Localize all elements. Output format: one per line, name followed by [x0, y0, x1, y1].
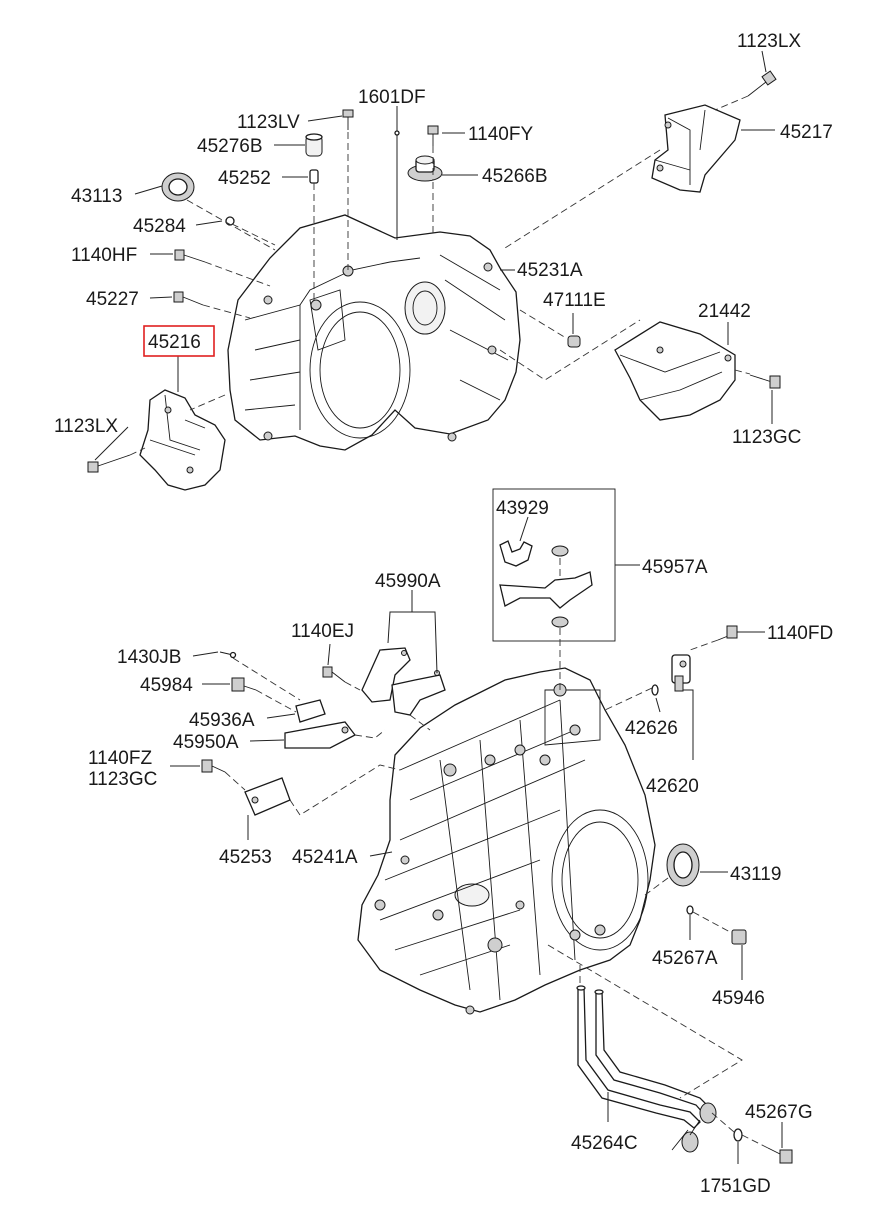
bracket-45950A — [284, 721, 356, 749]
part-label-45216[interactable]: 45216 — [148, 332, 201, 353]
sensor-42620 — [671, 654, 691, 692]
part-label-43119[interactable]: 43119 — [730, 864, 781, 885]
part-label-45284[interactable]: 45284 — [133, 216, 186, 237]
part-label-1601DF[interactable]: 1601DF — [358, 87, 426, 108]
part-label-45984[interactable]: 45984 — [140, 675, 193, 696]
part-label-45252[interactable]: 45252 — [218, 168, 271, 189]
transaxle-case-45241A — [357, 667, 656, 1015]
bolt-1123LV — [342, 109, 354, 130]
lower-leader-lines — [170, 516, 783, 1164]
part-label-43113[interactable]: 43113 — [71, 186, 122, 207]
part-label-45990A[interactable]: 45990A — [375, 571, 441, 592]
bolt-45227 — [173, 291, 204, 306]
part-label-1140EJ[interactable]: 1140EJ — [291, 621, 354, 642]
bolt-1123LX-top — [747, 70, 777, 97]
bolt-45267G — [767, 1147, 793, 1164]
bolt-1140HF — [174, 249, 206, 263]
bolt-1140FZ-1123GC — [201, 759, 226, 773]
bracket-45990A — [361, 647, 446, 716]
o-ring-42626 — [651, 684, 659, 696]
bolt-45984 — [231, 677, 257, 692]
bolt-1123GC-right — [749, 374, 781, 389]
part-label-45267G[interactable]: 45267G — [745, 1102, 813, 1123]
part-label-1123LV[interactable]: 1123LV — [237, 112, 300, 133]
part-label-42620[interactable]: 42620 — [646, 776, 699, 797]
part-label-45241A[interactable]: 45241A — [292, 847, 358, 868]
pin-45252 — [309, 169, 319, 184]
part-label-45267A[interactable]: 45267A — [652, 948, 718, 969]
part-labels: 1123LX 45217 1601DF 1123LV 45276B 1140FY… — [54, 31, 833, 1197]
kit-box-45957A — [492, 488, 616, 642]
part-label-45231A[interactable]: 45231A — [517, 260, 583, 281]
part-label-45946[interactable]: 45946 — [712, 988, 765, 1009]
part-label-1140FZ[interactable]: 1140FZ — [88, 748, 152, 769]
cap-45276B — [305, 133, 323, 157]
bolt-1123LX-left — [87, 454, 131, 473]
part-label-1123GC-left[interactable]: 1123GC — [88, 769, 157, 790]
bracket-45217 — [651, 104, 741, 193]
part-label-1430JB[interactable]: 1430JB — [117, 647, 181, 668]
o-ring-45284 — [225, 216, 235, 226]
o-ring-45267A — [686, 905, 694, 915]
bracket-45216 — [139, 389, 226, 491]
part-label-1140HF[interactable]: 1140HF — [71, 245, 137, 266]
part-label-45217[interactable]: 45217 — [780, 122, 833, 143]
part-label-45227[interactable]: 45227 — [86, 289, 139, 310]
plate-45936A — [295, 699, 326, 723]
plate-45253 — [244, 777, 291, 816]
upper-leader-lines — [94, 50, 775, 461]
bolt-1140FD — [717, 625, 738, 641]
washer-1751GD — [733, 1128, 743, 1142]
part-label-1140FY[interactable]: 1140FY — [468, 124, 533, 145]
part-label-45950A[interactable]: 45950A — [173, 732, 239, 753]
breather-45266B — [407, 155, 443, 182]
oil-seal-43119 — [666, 843, 700, 887]
oil-seal-43113 — [161, 172, 195, 202]
part-label-21442[interactable]: 21442 — [698, 301, 751, 322]
part-label-1123LX-top[interactable]: 1123LX — [737, 31, 801, 52]
converter-housing-45231A — [227, 214, 521, 451]
part-label-43929[interactable]: 43929 — [496, 498, 549, 519]
part-label-47111E[interactable]: 47111E — [543, 290, 606, 311]
pin-1430JB — [219, 651, 237, 659]
part-label-45253[interactable]: 45253 — [219, 847, 272, 868]
pipe-45264C — [576, 985, 717, 1153]
part-label-45264C[interactable]: 45264C — [571, 1133, 638, 1154]
part-label-45276B[interactable]: 45276B — [197, 136, 263, 157]
plug-45946 — [731, 929, 747, 945]
part-label-1123GC-right[interactable]: 1123GC — [732, 427, 801, 448]
cover-21442 — [614, 321, 736, 421]
highlight-box-45216 — [143, 325, 215, 357]
part-label-1751GD[interactable]: 1751GD — [700, 1176, 771, 1197]
part-label-42626[interactable]: 42626 — [625, 718, 678, 739]
part-label-1140FD[interactable]: 1140FD — [767, 623, 833, 644]
part-label-1123LX-left[interactable]: 1123LX — [54, 416, 118, 437]
plug-47111E — [567, 335, 581, 348]
bolt-1140FY — [427, 125, 439, 146]
part-label-45957A[interactable]: 45957A — [642, 557, 708, 578]
bolt-1140EJ — [322, 666, 346, 683]
part-label-45936A[interactable]: 45936A — [189, 710, 255, 731]
part-label-45266B[interactable]: 45266B — [482, 166, 548, 187]
